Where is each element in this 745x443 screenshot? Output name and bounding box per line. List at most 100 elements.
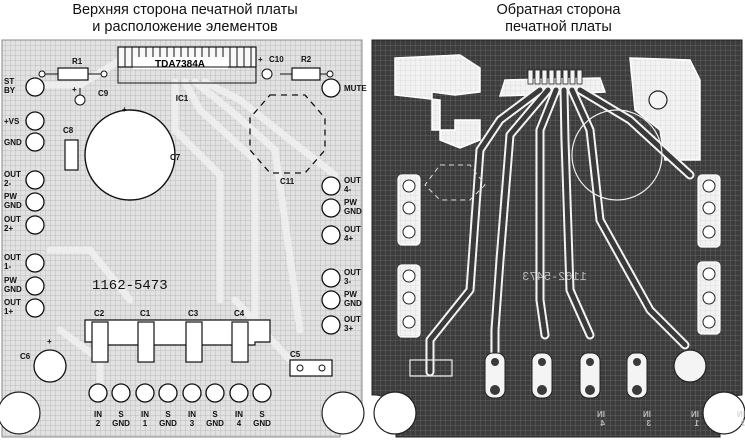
mirrored-pin-label: 2 xyxy=(740,419,745,428)
right-pin-labels: MUTE OUT 4- PW GND OUT 4+ OUT 3- PW GND … xyxy=(344,84,367,333)
capacitor-c3 xyxy=(185,321,203,363)
right-pad-strip xyxy=(697,174,721,335)
pin-label: PW xyxy=(4,276,17,285)
pin-label: 1+ xyxy=(4,307,13,316)
svg-text:+: + xyxy=(47,337,52,346)
capacitor-c9: + xyxy=(72,85,86,106)
pin-label: OUT xyxy=(344,315,361,324)
capacitor-c7: + xyxy=(84,105,176,201)
pin-label: OUT xyxy=(4,215,21,224)
capacitor-c11-outline xyxy=(249,94,326,174)
c5-outline xyxy=(409,359,453,377)
bottom-connector-pads xyxy=(88,383,272,403)
c7-label: C7 xyxy=(170,153,181,162)
pin-label: IN xyxy=(94,410,102,419)
pin-label: GND xyxy=(253,419,271,428)
pin-label: S xyxy=(165,410,171,419)
bottom-side-board: IN 2 IN 1 IN 3 IN 4 1162-5473 xyxy=(371,39,745,438)
c6-label: C6 xyxy=(20,352,31,361)
capacitor-c6: + xyxy=(33,337,67,383)
pin-label: MUTE xyxy=(344,84,367,93)
ic-footprint-pads xyxy=(527,69,583,85)
pin-label: GND xyxy=(344,299,362,308)
capacitor-c4 xyxy=(231,321,249,363)
c5-label: C5 xyxy=(290,350,301,359)
c10-label: C10 xyxy=(269,55,284,64)
r2-label: R2 xyxy=(301,55,312,64)
pin-label: S xyxy=(118,410,124,419)
bottom-side-caption: Обратная сторона печатной платы xyxy=(372,2,745,36)
board-number: 1162-5473 xyxy=(92,278,168,294)
left-pin-labels: ST BY +VS GND OUT 2- PW GND OUT 2+ OUT 1… xyxy=(4,77,22,316)
capacitor-c2 xyxy=(91,321,109,363)
pin-label: PW xyxy=(4,192,17,201)
left-pad-strip xyxy=(397,174,421,338)
pin-label: 3- xyxy=(344,277,351,286)
pin-label: 2- xyxy=(4,179,11,188)
input-cap-bracket xyxy=(84,319,271,363)
ic1-package: TDA7384A xyxy=(117,46,257,84)
mirrored-pin-label: 4 xyxy=(600,419,605,428)
mirrored-pin-label: IN xyxy=(737,410,745,419)
pin-label: GND xyxy=(159,419,177,428)
left-connector-pads xyxy=(25,77,45,318)
mirrored-pin-label: IN xyxy=(691,410,699,419)
pin-label: GND xyxy=(206,419,224,428)
c2-label: C2 xyxy=(94,309,105,318)
pin-label: IN xyxy=(188,410,196,419)
c1-label: C1 xyxy=(140,309,151,318)
top-side-caption: Верхняя сторона печатной платы и располо… xyxy=(0,2,370,36)
bottom-input-pads xyxy=(484,352,648,399)
pin-label: OUT xyxy=(4,170,21,179)
pin-label: PW xyxy=(344,198,357,207)
pin-label: OUT xyxy=(344,176,361,185)
pin-label: +VS xyxy=(4,117,20,126)
capacitor-c10: + xyxy=(258,55,273,80)
c7-outline xyxy=(571,109,663,201)
pin-label: GND xyxy=(344,207,362,216)
pin-label: BY xyxy=(4,86,16,95)
c9-label: C9 xyxy=(98,89,109,98)
c4-label: C4 xyxy=(234,309,245,318)
pin-label: OUT xyxy=(344,225,361,234)
mounting-hole xyxy=(0,391,41,435)
top-side-caption-line2: и расположение элементов xyxy=(92,19,278,35)
top-side-caption-line1: Верхняя сторона печатной платы xyxy=(72,2,298,18)
bottom-pin-labels: IN 2 S GND IN 1 S GND IN 3 S GND IN 4 S … xyxy=(94,410,271,428)
pin-label: S xyxy=(212,410,218,419)
svg-text:+: + xyxy=(122,105,127,114)
r1-label: R1 xyxy=(72,57,83,66)
mounting-hole xyxy=(373,391,417,435)
pin-label: 2+ xyxy=(4,224,13,233)
pin-label: GND xyxy=(4,201,22,210)
mounting-hole xyxy=(321,391,365,435)
svg-text:+: + xyxy=(258,55,263,64)
pin-label: GND xyxy=(4,138,22,147)
pin-label: OUT xyxy=(344,268,361,277)
pin-label: IN xyxy=(235,410,243,419)
pin-label: 4+ xyxy=(344,234,353,243)
resistor-r1 xyxy=(38,67,108,81)
c3-label: C3 xyxy=(188,309,199,318)
pin-label: OUT xyxy=(4,253,21,262)
c6-pad xyxy=(673,349,707,383)
pin-label: GND xyxy=(4,285,22,294)
pin-label: 3+ xyxy=(344,324,353,333)
mirrored-pin-label: IN xyxy=(643,410,651,419)
pin-label: 2 xyxy=(96,419,101,428)
mirrored-pin-label: IN xyxy=(597,410,605,419)
ic-ref-label: IC1 xyxy=(176,94,189,103)
pin-label: GND xyxy=(112,419,130,428)
top-side-board: TDA7384A IC1 R1 + C9 + C10 R xyxy=(0,39,367,438)
pin-label: 1 xyxy=(143,419,148,428)
ic-part-label: TDA7384A xyxy=(155,59,205,70)
pin-label: S xyxy=(259,410,265,419)
c8-label: C8 xyxy=(63,126,74,135)
capacitor-c5 xyxy=(289,359,333,377)
pin-label: 4 xyxy=(237,419,242,428)
pin-label: OUT xyxy=(4,298,21,307)
pin-label: 3 xyxy=(190,419,195,428)
pin-label: 4- xyxy=(344,185,351,194)
pin-label: 1- xyxy=(4,262,11,271)
